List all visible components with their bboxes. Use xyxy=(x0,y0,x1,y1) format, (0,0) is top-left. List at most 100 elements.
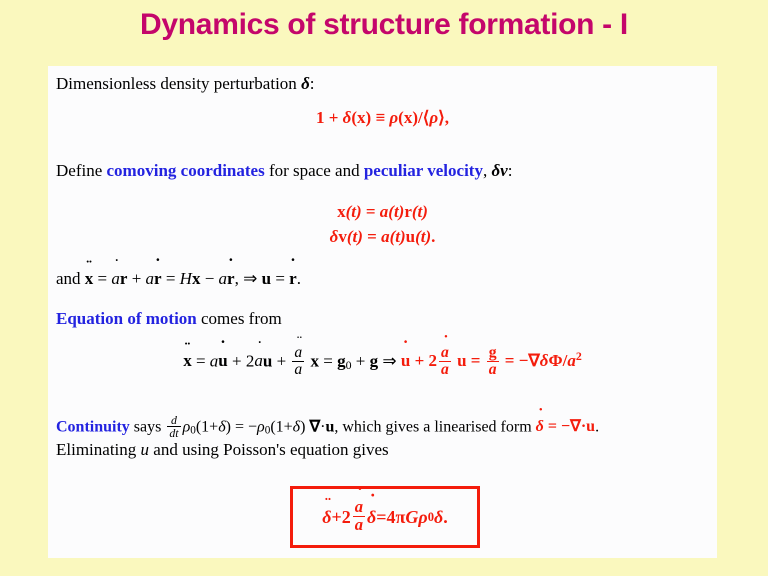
eliminating-u: u xyxy=(140,440,150,459)
final-delta: δ xyxy=(434,506,444,527)
and-eq3: = xyxy=(275,269,285,288)
nabla-icon-1: ∇ xyxy=(528,351,540,371)
continuity-minus: − xyxy=(248,418,258,436)
eqx-arg2: (t) xyxy=(388,202,405,221)
eom-g1: g xyxy=(369,351,379,371)
lin-minus: − xyxy=(560,418,571,436)
eom-g0-sub: 0 xyxy=(345,357,352,372)
eq-delta-close: ) xyxy=(365,108,372,127)
eqv-period: . xyxy=(431,227,436,246)
eom-implies: ⇒ xyxy=(382,351,397,371)
eom-g0: g xyxy=(337,351,346,371)
lin-deltadot: δ xyxy=(536,418,544,436)
final-deltaddot: δ xyxy=(322,507,331,528)
rdot-symbol-2: r xyxy=(227,269,235,289)
a-symbol-2: a xyxy=(218,269,228,288)
final-pi: π xyxy=(395,506,406,527)
text-eliminating-u: Eliminating u and using Poisson's equati… xyxy=(56,440,389,460)
eom-delta: δ xyxy=(539,351,549,371)
fraction-adot-over-a: a a xyxy=(439,345,451,378)
eom-a1: a xyxy=(209,351,219,371)
page-title: Dynamics of structure formation - I xyxy=(140,8,628,41)
final-adot: a xyxy=(353,498,365,516)
eom-exp2: 2 xyxy=(575,349,582,364)
continuity-rho1-sub: 0 xyxy=(190,424,196,437)
ddt-den: dt xyxy=(167,426,181,441)
eqx-r: r xyxy=(404,202,412,221)
eqv-delta: δ xyxy=(329,227,339,246)
final-rho: ρ xyxy=(418,506,428,527)
eom-slash: / xyxy=(562,351,568,371)
a-symbol-1: a xyxy=(145,269,155,288)
eqx-x: x xyxy=(337,202,346,221)
symbol-delta-v: δv xyxy=(491,161,508,180)
eom-udot1: u xyxy=(218,351,227,371)
r-vec-1: r xyxy=(119,269,128,288)
eq-delta-rang: ⟩ xyxy=(438,108,445,127)
eom-Phi: Φ xyxy=(548,351,563,371)
continuity-close2: ) xyxy=(300,418,306,436)
eom-minus: − xyxy=(518,351,529,371)
equation-of-motion: x = au + 2au + a a x = g0 + g ⇒ u + 2 a … xyxy=(48,345,717,379)
H-symbol: H xyxy=(179,269,192,288)
eq-delta-open: ( xyxy=(351,108,358,127)
eqv-arg2: (t) xyxy=(389,227,406,246)
define-colon: : xyxy=(507,161,513,180)
highlight-comoving-coordinates: comoving coordinates xyxy=(106,161,265,180)
final-plus: + xyxy=(331,506,342,527)
final-a-den: a xyxy=(352,514,366,534)
label-dimensionless-lead: Dimensionless density perturbation xyxy=(56,74,297,93)
eq-delta-symbol: δ xyxy=(342,108,352,127)
equation-linearised-continuity: δ = −∇·u xyxy=(536,418,595,435)
final-period: . xyxy=(443,506,448,527)
continuity-eq: = xyxy=(234,418,244,436)
equation-comoving-position: x(t) = a(t)r(t) xyxy=(48,202,717,222)
x-vec-1: x xyxy=(191,269,201,288)
final-rho-sub: 0 xyxy=(427,509,434,524)
highlight-peculiar-velocity: peculiar velocity xyxy=(363,161,483,180)
continuity-says: says xyxy=(133,418,162,436)
continuity-rho2: ρ xyxy=(257,418,265,436)
and-implies: ⇒ xyxy=(243,269,258,288)
and-lead: and xyxy=(56,269,81,288)
eqv-v: v xyxy=(338,227,347,246)
highlight-equation-of-motion: Equation of motion xyxy=(56,309,197,328)
final-G: G xyxy=(405,506,419,527)
eq-delta-rho: ρ xyxy=(389,108,399,127)
equation-delta-definition: 1 + δ(x) ≡ ρ(x)/⟨ρ⟩, xyxy=(48,108,717,128)
eq-delta-open2: ( xyxy=(398,108,404,127)
eq-delta-lang: ⟨ xyxy=(422,108,430,127)
continuity-u1: u xyxy=(325,418,335,436)
eq-delta-plus: + xyxy=(328,108,339,127)
text-define-comoving: Define comoving coordinates for space an… xyxy=(56,161,512,181)
continuity-rho2-sub: 0 xyxy=(264,424,271,437)
slide-content-panel: Dimensionless density perturbation δ: 1 … xyxy=(48,66,717,558)
eom-two1: 2 xyxy=(245,351,255,371)
eqv-arg3: (t) xyxy=(415,227,432,246)
and-plus: + xyxy=(131,269,142,288)
eqv-arg1: (t) xyxy=(346,227,363,246)
equation-of-motion-reduced: u + 2 a a u = g a = −∇δΦ/a2 xyxy=(401,345,582,378)
eq-delta-x: x xyxy=(357,108,366,127)
fraction-addot-over-a: a a xyxy=(292,345,305,378)
eom-x2: x xyxy=(310,351,319,371)
eom-a-den3: a xyxy=(486,360,499,378)
eliminating-rest: and using Poisson's equation gives xyxy=(153,440,389,459)
and-eq2: = xyxy=(165,269,176,288)
continuity-which: , which gives a linearised form xyxy=(334,418,532,436)
eom-adot1: a xyxy=(254,351,263,371)
text-equation-of-motion-label: Equation of motion comes from xyxy=(56,309,282,329)
eom-eq2: = xyxy=(323,351,333,371)
eom-adot2: a xyxy=(439,345,451,361)
continuity-delta1: δ xyxy=(218,418,226,436)
eqx-arg1: (t) xyxy=(345,202,362,221)
text-dimensionless-density: Dimensionless density perturbation δ: xyxy=(56,74,315,94)
highlight-continuity: Continuity xyxy=(56,418,130,436)
equation-comoving-velocity: δv(t) = a(t)u(t). xyxy=(48,227,717,247)
eom-plus1: + xyxy=(232,351,242,371)
eom-two2: 2 xyxy=(428,351,438,371)
symbol-delta: δ xyxy=(301,74,310,93)
eom-u2: u xyxy=(457,351,467,371)
